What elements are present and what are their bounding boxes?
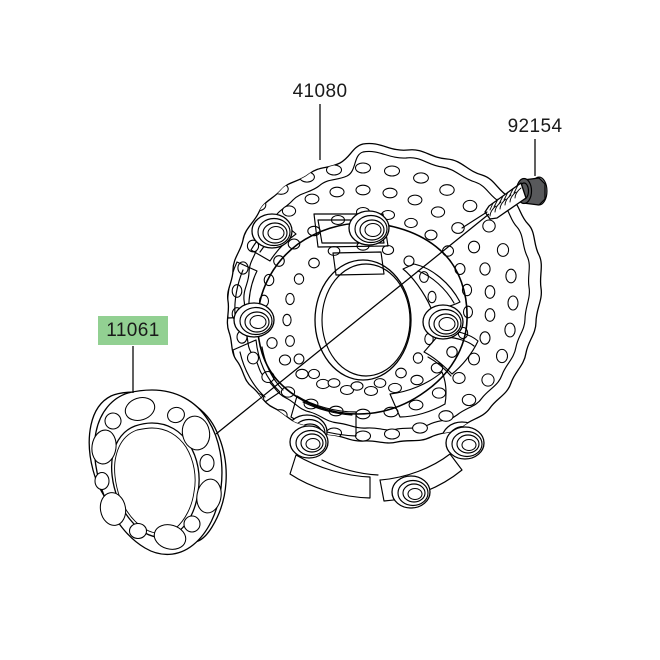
- disc-bore-hole-ring: [282, 241, 438, 391]
- disc-eyelet: [251, 213, 293, 249]
- disc-eyelet: [422, 304, 464, 340]
- bolt-tip: [461, 211, 488, 229]
- labels-group: 41080 92154 11061: [98, 81, 562, 345]
- brake-disc-part: [226, 142, 543, 509]
- disc-perforation-holes-middle: [231, 184, 496, 420]
- disc-lower-vanes: [289, 453, 463, 502]
- gasket-small-holes: [94, 406, 215, 540]
- label-92154-text: 92154: [508, 116, 563, 137]
- label-92154[interactable]: 92154: [508, 116, 563, 137]
- leader-bolt-to-disc: [215, 213, 490, 435]
- disc-center-bore: [314, 259, 412, 381]
- label-11061-text: 11061: [106, 320, 159, 341]
- disc-eyelets-lower: [289, 425, 485, 509]
- leader-lines-group: [132, 104, 536, 435]
- gasket-part: [88, 389, 227, 556]
- disc-eyelet: [445, 426, 485, 460]
- bolt-part: [461, 176, 548, 229]
- disc-eyelet: [289, 425, 329, 459]
- disc-eyelet: [233, 302, 275, 338]
- label-11061[interactable]: 11061: [98, 316, 168, 345]
- label-41080[interactable]: 41080: [293, 81, 348, 102]
- bolt-threads: [489, 184, 522, 217]
- disc-eyelet: [348, 210, 390, 246]
- label-11061-highlight: [98, 316, 168, 345]
- label-41080-text: 41080: [293, 81, 348, 102]
- disc-carrier-plate: [256, 222, 468, 415]
- gasket-large-holes: [91, 397, 222, 550]
- disc-eyelet: [391, 475, 431, 509]
